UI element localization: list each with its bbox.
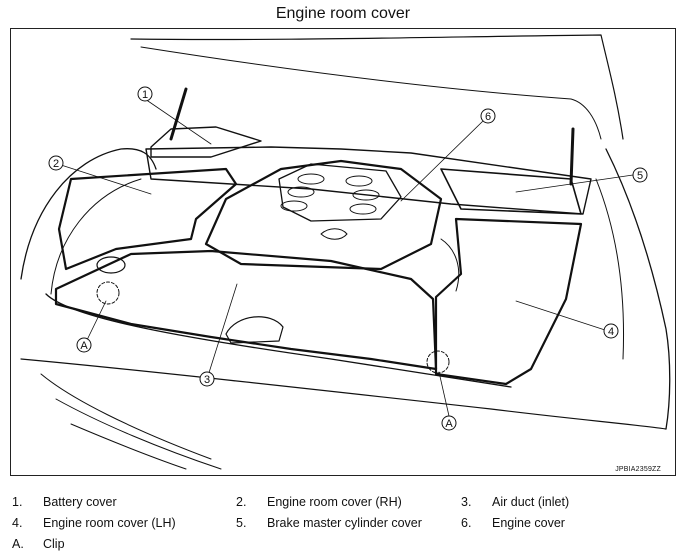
engine-cover-intake: [278, 163, 402, 222]
figure-id: JPBIA2359ZZ: [615, 466, 661, 473]
callout-6: 6: [480, 108, 496, 124]
clip-marker-right: [426, 350, 450, 374]
front-grille: [40, 373, 222, 470]
right-fender-inner: [595, 178, 624, 360]
engine-room-cover-rh: [57, 167, 238, 271]
callout-3: 3: [199, 371, 215, 387]
duct-handle: [225, 316, 284, 344]
leader-6: [400, 120, 484, 202]
leader-1: [144, 98, 212, 145]
intake-runner-6: [349, 203, 377, 215]
diagram-title: Engine room cover: [275, 5, 411, 22]
intake-runner-1: [297, 173, 325, 185]
callout-a-right: A: [441, 415, 457, 431]
leader-2: [60, 164, 152, 195]
svg-text:A: A: [80, 340, 88, 352]
svg-text:1: 1: [142, 89, 148, 101]
hood-stay-right: [569, 127, 575, 186]
leader-5: [515, 174, 634, 193]
battery-cover: [150, 126, 262, 158]
hood-stay-left: [169, 87, 188, 141]
reservoir-cap: [96, 256, 126, 274]
svg-text:2: 2: [53, 158, 59, 170]
brake-master-cylinder-cover: [440, 168, 582, 215]
svg-text:5: 5: [637, 170, 643, 182]
intake-runner-5: [352, 189, 380, 201]
engine-logo: [320, 228, 348, 240]
intake-runner-3: [280, 200, 308, 212]
callout-4: 4: [603, 323, 619, 339]
svg-text:3: 3: [204, 374, 210, 386]
svg-text:4: 4: [608, 326, 614, 338]
leader-a-right: [438, 371, 450, 417]
callout-1: 1: [137, 86, 153, 102]
hood-inner-line: [140, 46, 602, 140]
engine-room-cover-lh: [434, 217, 583, 386]
intake-runner-2: [287, 186, 315, 198]
hood-outline: [130, 34, 624, 140]
radiator-support: [45, 293, 512, 388]
engine-room-illustration: 1 2 3 4 5 6 A A: [20, 34, 671, 470]
intake-runner-4: [345, 175, 373, 187]
clip-marker-left: [96, 281, 120, 305]
leader-4: [515, 300, 606, 331]
svg-text:A: A: [445, 418, 453, 430]
leader-3: [206, 283, 238, 380]
intake-bellows: [440, 238, 460, 292]
svg-text:6: 6: [485, 111, 491, 123]
callout-a-left: A: [76, 337, 92, 353]
left-fender-inner: [50, 178, 142, 295]
cowl-panel: [145, 146, 592, 215]
engine-cover: [204, 159, 443, 271]
callout-5: 5: [632, 167, 648, 183]
illustration-frame: 1 2 3 4 5 6 A A JPBIA2359ZZ: [10, 28, 676, 476]
front-bumper-top: [20, 358, 667, 430]
right-fender: [605, 148, 671, 430]
leader-a-left: [86, 300, 107, 341]
callout-2: 2: [48, 155, 64, 171]
